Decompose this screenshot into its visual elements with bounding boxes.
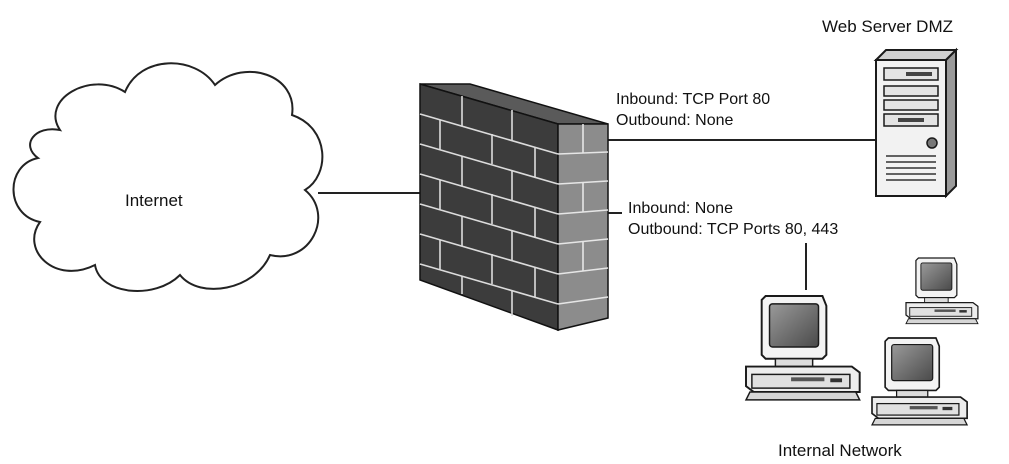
internal-inbound-rule: Inbound: None <box>628 200 733 217</box>
dmz-outbound-rule: Outbound: None <box>616 112 734 129</box>
desktop-computer-icon <box>871 337 968 426</box>
internet-label: Internet <box>125 191 183 210</box>
server-tower-icon <box>873 47 959 199</box>
desktop-computer-icon <box>905 257 979 325</box>
dmz-label: Web Server DMZ <box>822 17 953 36</box>
internal-network-label: Internal Network <box>778 441 902 460</box>
desktop-computer-icon <box>745 295 861 401</box>
dmz-inbound-rule: Inbound: TCP Port 80 <box>616 91 771 108</box>
dmz-rules: Inbound: TCP Port 80 Outbound: None <box>616 89 770 131</box>
internal-outbound-rule: Outbound: TCP Ports 80, 443 <box>628 221 839 238</box>
firewall-icon <box>419 83 609 332</box>
internal-rules: Inbound: None Outbound: TCP Ports 80, 44… <box>628 198 838 240</box>
cloud-icon <box>12 62 324 292</box>
